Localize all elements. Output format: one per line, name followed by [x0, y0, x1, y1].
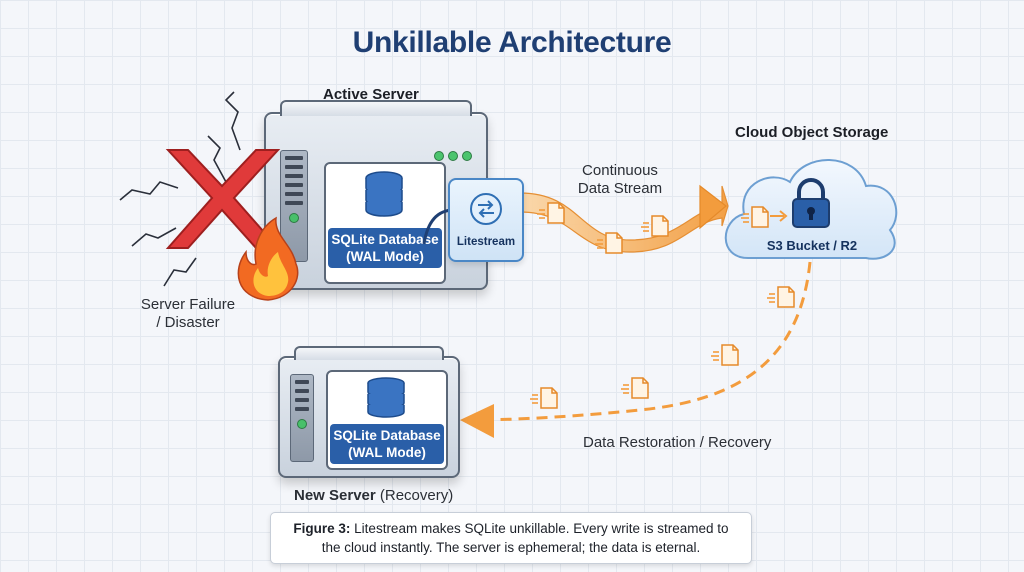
restore-label: Data Restoration / Recovery — [583, 434, 772, 451]
server-drive-rack — [290, 374, 314, 462]
figure-caption: Figure 3: Litestream makes SQLite unkill… — [270, 512, 752, 564]
caption-line2: the cloud instantly. The server is ephem… — [321, 540, 701, 555]
cloud-heading: Cloud Object Storage — [735, 124, 889, 141]
new-server: SQLite Database (WAL Mode) — [278, 346, 460, 478]
caption-line1: Litestream makes SQLite unkillable. Ever… — [350, 521, 729, 536]
litestream-label: Litestream — [456, 236, 516, 248]
new-server-label: New Server (Recovery) — [294, 487, 453, 504]
stream-label: Continuous Data Stream — [560, 162, 680, 198]
diagram-title: Unkillable Architecture — [352, 26, 672, 59]
data-stream-band — [519, 185, 729, 253]
fire-icon — [237, 216, 299, 301]
failure-label: Server Failure / Disaster — [128, 296, 248, 332]
db-panel: SQLite Database (WAL Mode) — [326, 370, 448, 470]
db-name: SQLite Database — [331, 232, 439, 247]
lock-icon — [792, 178, 830, 228]
db-mode: (WAL Mode) — [346, 249, 424, 264]
failure-label-line2: / Disaster — [156, 314, 220, 331]
sync-arrows-icon — [470, 193, 502, 225]
restore-dashed-path — [469, 261, 812, 422]
server-drive-rack — [280, 150, 308, 262]
restore-arrowhead — [460, 404, 494, 438]
stream-label-line1: Continuous — [582, 162, 658, 179]
database-icon — [365, 171, 403, 217]
db-panel: SQLite Database (WAL Mode) — [324, 162, 446, 284]
active-server-label: Active Server — [323, 86, 419, 103]
database-icon — [367, 377, 405, 418]
new-server-label-bold: New Server — [294, 487, 376, 504]
status-leds — [430, 148, 472, 166]
new-server-label-rest: (Recovery) — [375, 487, 454, 504]
crack-lines — [119, 91, 241, 287]
db-mode: (WAL Mode) — [348, 445, 426, 460]
db-badge: SQLite Database (WAL Mode) — [328, 228, 442, 268]
db-name: SQLite Database — [333, 428, 441, 443]
data-stream-arrowhead — [699, 184, 727, 230]
stream-label-line2: Data Stream — [577, 180, 663, 197]
bucket-label: S3 Bucket / R2 — [766, 238, 858, 253]
db-badge: SQLite Database (WAL Mode) — [330, 424, 444, 464]
litestream-box: Litestream — [448, 178, 524, 262]
failure-label-line1: Server Failure — [140, 296, 236, 313]
caption-figure-number: Figure 3: — [293, 521, 351, 536]
